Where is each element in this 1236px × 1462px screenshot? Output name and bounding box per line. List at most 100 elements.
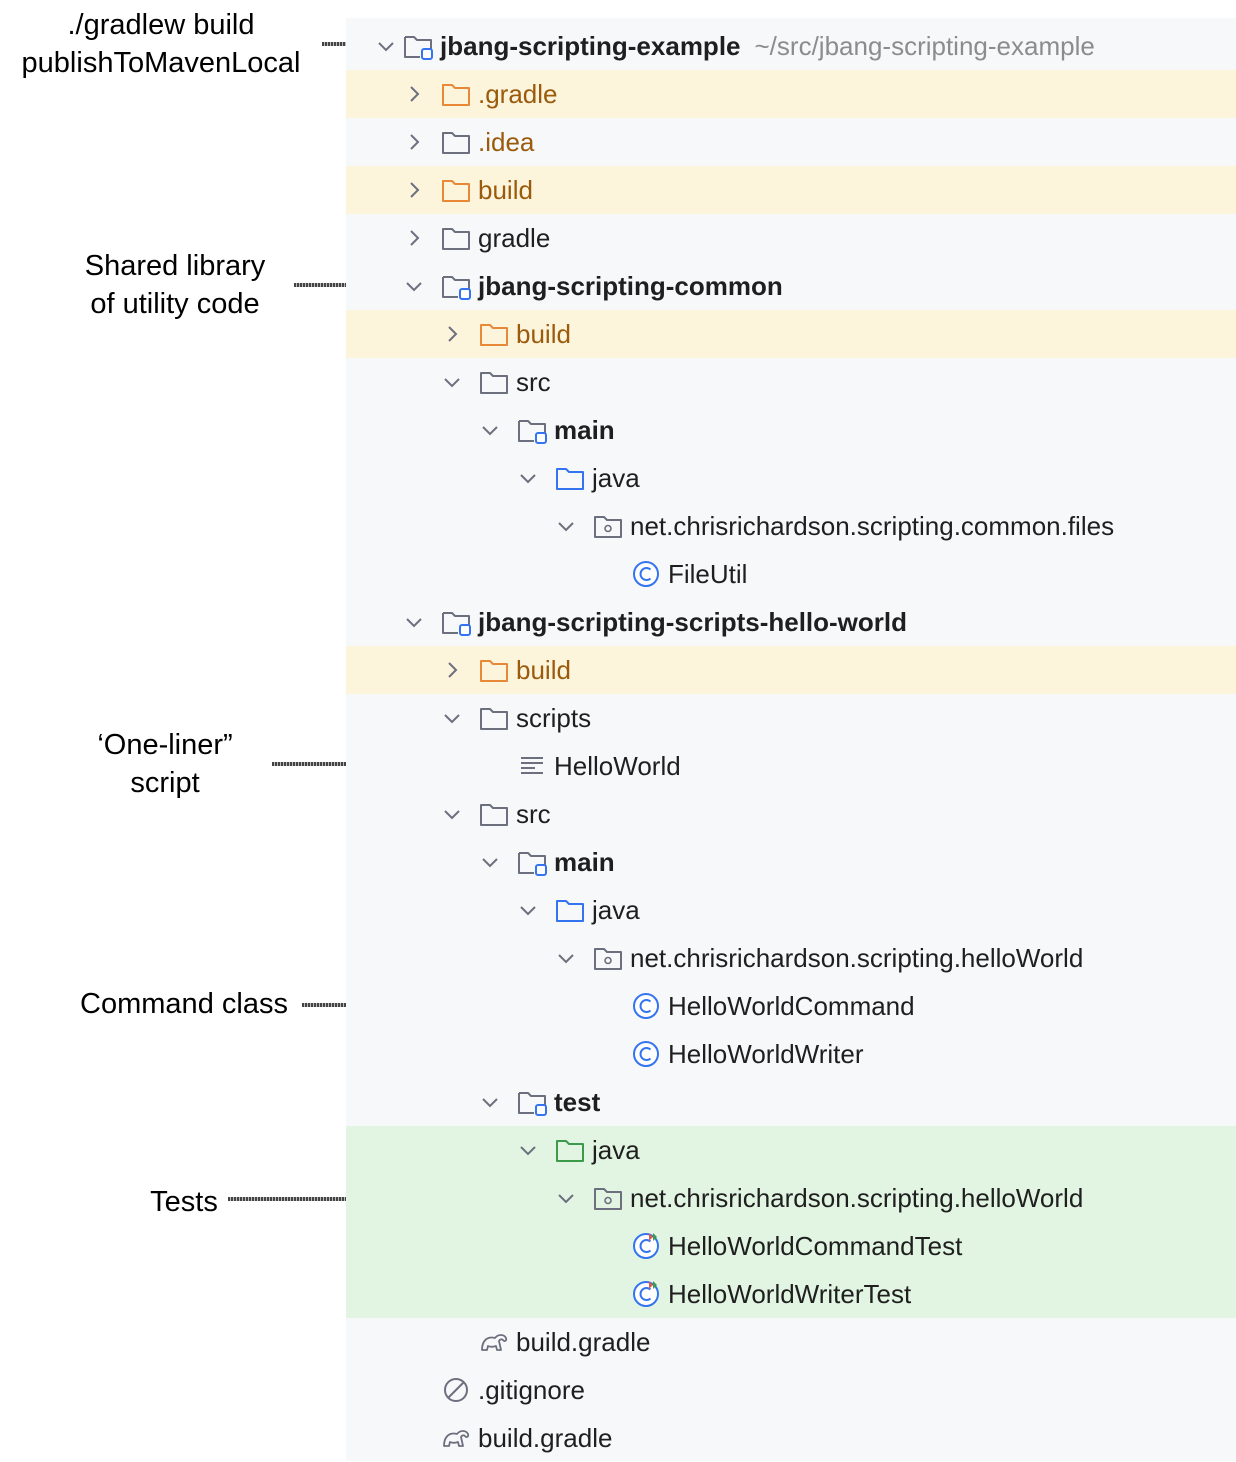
tree-row-common-module[interactable]: jbang-scripting-common [346,262,1236,310]
source-folder-icon [555,464,585,492]
tree-row-hello-main-java[interactable]: java [346,886,1236,934]
chevron-down-icon[interactable] [516,466,540,490]
module-folder-icon [403,32,433,60]
chevron-down-icon[interactable] [554,946,578,970]
tree-row-helloworld-script[interactable]: HelloWorld [346,742,1236,790]
tree-label: src [516,367,551,397]
chevron-right-icon[interactable] [402,178,426,202]
chevron-down-icon[interactable] [440,370,464,394]
excluded-folder-icon [441,80,471,108]
tree-row-build[interactable]: build [346,166,1236,214]
excluded-folder-icon [479,656,509,684]
root-path: ~/src/jbang-scripting-example [754,31,1095,61]
chevron-down-icon[interactable] [440,802,464,826]
tree-row-helloworldwriter[interactable]: HelloWorldWriter [346,1030,1236,1078]
module-folder-icon [517,1088,547,1116]
module-folder-icon [441,272,471,300]
chevron-down-icon[interactable] [554,1186,578,1210]
tree-row-hello-build-gradle[interactable]: build.gradle [346,1318,1236,1366]
tree-label: net.chrisrichardson.scripting.helloWorld [630,1183,1084,1213]
tree-row-hello-test-java[interactable]: java [346,1126,1236,1174]
tree-label: HelloWorldCommand [668,991,915,1021]
tree-row-helloworldcommand[interactable]: HelloWorldCommand [346,982,1236,1030]
tree-row-hello-test[interactable]: test [346,1078,1236,1126]
annotation-shared-library: Shared library of utility code [84,250,266,320]
tree-row-hello-scripts[interactable]: scripts [346,694,1236,742]
package-icon [593,512,623,540]
tree-row-hello-test-package[interactable]: net.chrisrichardson.scripting.helloWorld [346,1174,1236,1222]
tree-row-common-main[interactable]: main [346,406,1236,454]
chevron-down-icon[interactable] [374,34,398,58]
tree-row-helloworldcommandtest[interactable]: HelloWorldCommandTest [346,1222,1236,1270]
tree-label: .gradle [478,79,558,109]
chevron-right-icon[interactable] [402,82,426,106]
tree-label: src [516,799,551,829]
tree-row-gradle[interactable]: gradle [346,214,1236,262]
chevron-down-icon[interactable] [440,706,464,730]
package-icon [593,1184,623,1212]
tree-row-gradle-cache[interactable]: .gradle [346,70,1236,118]
tree-label: build.gradle [516,1327,651,1357]
module-folder-icon [517,848,547,876]
test-source-folder-icon [555,1136,585,1164]
excluded-folder-icon [479,320,509,348]
tree-label: build.gradle [478,1423,613,1453]
annotation-build-command: ./gradlew build publishToMavenLocal [21,9,301,79]
tree-row-hello-build[interactable]: build [346,646,1236,694]
tree-label: net.chrisrichardson.scripting.common.fil… [630,511,1115,541]
tree-row-hello-main-package[interactable]: net.chrisrichardson.scripting.helloWorld [346,934,1236,982]
chevron-down-icon[interactable] [516,898,540,922]
tree-row-helloworldwritertest[interactable]: HelloWorldWriterTest [346,1270,1236,1318]
gradle-elephant-icon [479,1328,509,1356]
script-file-icon [517,752,547,780]
tree-row-root[interactable]: jbang-scripting-example~/src/jbang-scrip… [346,22,1236,70]
folder-icon [479,800,509,828]
annotation-command-class: Command class [80,988,288,1020]
tree-row-common-java[interactable]: java [346,454,1236,502]
tree-row-common-src[interactable]: src [346,358,1236,406]
tree-label: HelloWorldWriterTest [668,1279,912,1309]
tree-row-common-package[interactable]: net.chrisrichardson.scripting.common.fil… [346,502,1236,550]
tree-row-fileutil[interactable]: FileUtil [346,550,1236,598]
folder-icon [441,128,471,156]
folder-icon [479,704,509,732]
chevron-down-icon[interactable] [402,610,426,634]
tree-row-hello-src[interactable]: src [346,790,1236,838]
tree-row-root-build-gradle[interactable]: build.gradle [346,1414,1236,1462]
tree-label: jbang-scripting-scripts-hello-world [478,607,908,637]
tree-row-hello-main[interactable]: main [346,838,1236,886]
chevron-down-icon[interactable] [478,418,502,442]
tree-row-hello-module[interactable]: jbang-scripting-scripts-hello-world [346,598,1236,646]
chevron-down-icon[interactable] [478,1090,502,1114]
tree-label: java [592,1135,640,1165]
tree-label: net.chrisrichardson.scripting.helloWorld [630,943,1084,973]
tree-row-common-build[interactable]: build [346,310,1236,358]
package-icon [593,944,623,972]
tree-row-idea[interactable]: .idea [346,118,1236,166]
tree-label: test [554,1087,601,1117]
tree-label: .idea [478,127,535,157]
test-class-icon [631,1232,661,1260]
tree-label: jbang-scripting-example~/src/jbang-scrip… [440,31,1095,61]
chevron-down-icon[interactable] [478,850,502,874]
chevron-right-icon[interactable] [402,130,426,154]
chevron-right-icon[interactable] [440,658,464,682]
tree-label: .gitignore [478,1375,585,1405]
tree-label: gradle [478,223,551,253]
tree-label: HelloWorldCommandTest [668,1231,963,1261]
chevron-right-icon[interactable] [402,226,426,250]
tree-row-gitignore[interactable]: .gitignore [346,1366,1236,1414]
chevron-down-icon[interactable] [554,514,578,538]
annotation-tests: Tests [150,1186,218,1218]
folder-icon [479,368,509,396]
module-folder-icon [517,416,547,444]
tree-label: main [554,415,615,445]
tree-label: java [592,895,640,925]
tree-label: scripts [516,703,592,733]
tree-label: build [478,175,533,205]
chevron-down-icon[interactable] [516,1138,540,1162]
chevron-down-icon[interactable] [402,274,426,298]
class-icon [631,560,661,588]
class-icon [631,1040,661,1068]
chevron-right-icon[interactable] [440,322,464,346]
